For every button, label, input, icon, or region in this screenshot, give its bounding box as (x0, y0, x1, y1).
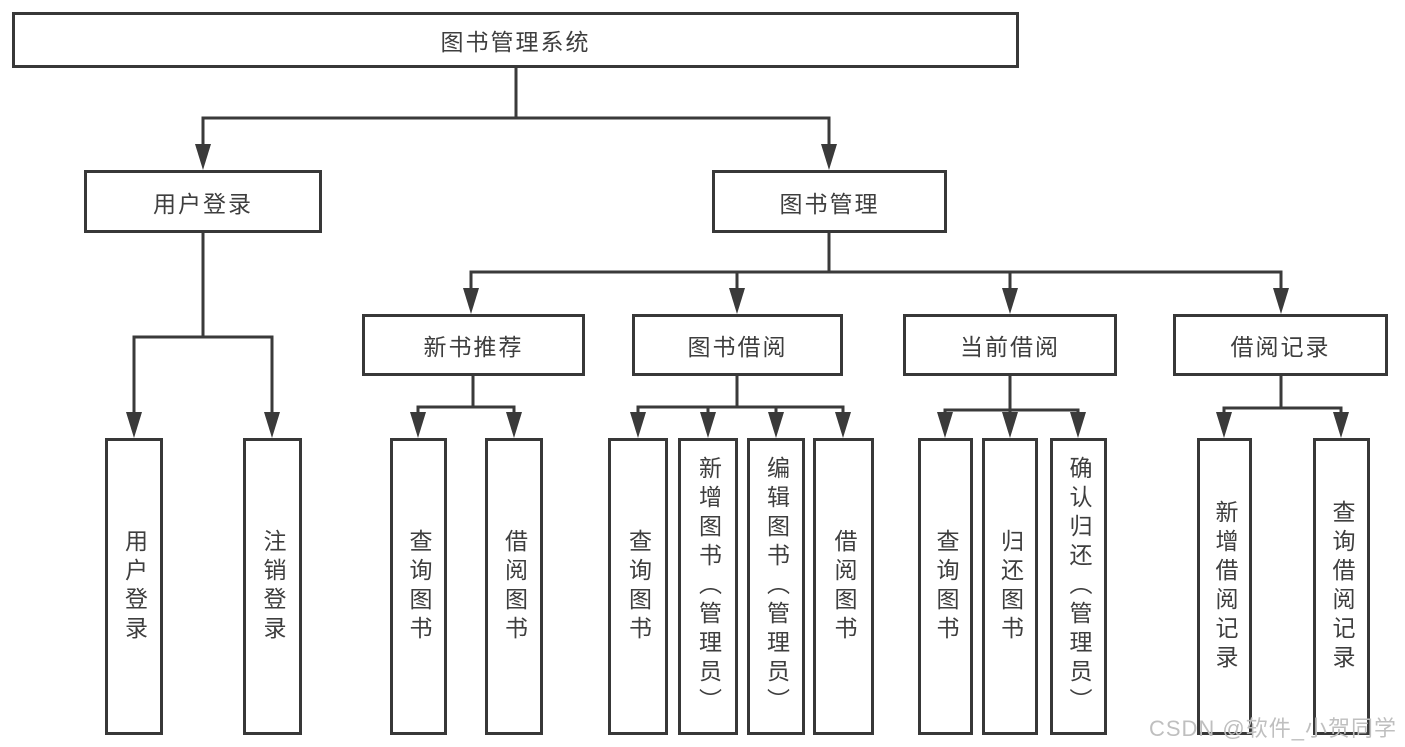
arrowheads (126, 144, 1349, 438)
leaf-edit-books-admin: 编辑图书（管理员） (747, 438, 805, 735)
leaf-logout: 注销登录 (243, 438, 302, 735)
leaf-query-books-borrowing: 查询图书 (608, 438, 668, 735)
node-book-borrowing: 图书借阅 (632, 314, 843, 376)
leaf-add-borrow-record: 新增借阅记录 (1197, 438, 1252, 735)
leaf-query-books-recommend: 查询图书 (390, 438, 447, 735)
leaf-return-books: 归还图书 (982, 438, 1038, 735)
leaf-query-books-current: 查询图书 (918, 438, 973, 735)
node-current-borrowing: 当前借阅 (903, 314, 1117, 376)
node-book-management-branch: 图书管理 (712, 170, 947, 233)
node-new-book-recommendation: 新书推荐 (362, 314, 585, 376)
leaf-user-login: 用户登录 (105, 438, 163, 735)
leaf-query-borrow-record: 查询借阅记录 (1313, 438, 1370, 735)
node-library-management-system: 图书管理系统 (12, 12, 1019, 68)
watermark: CSDN @软件_小贺同学 (1148, 716, 1397, 741)
leaf-confirm-return-admin: 确认归还（管理员） (1050, 438, 1107, 735)
node-borrowing-records: 借阅记录 (1173, 314, 1388, 376)
leaf-borrow-books-recommend: 借阅图书 (485, 438, 543, 735)
leaf-add-books-admin: 新增图书（管理员） (678, 438, 738, 735)
leaf-borrow-books-borrowing: 借阅图书 (813, 438, 874, 735)
node-user-login-branch: 用户登录 (84, 170, 322, 233)
